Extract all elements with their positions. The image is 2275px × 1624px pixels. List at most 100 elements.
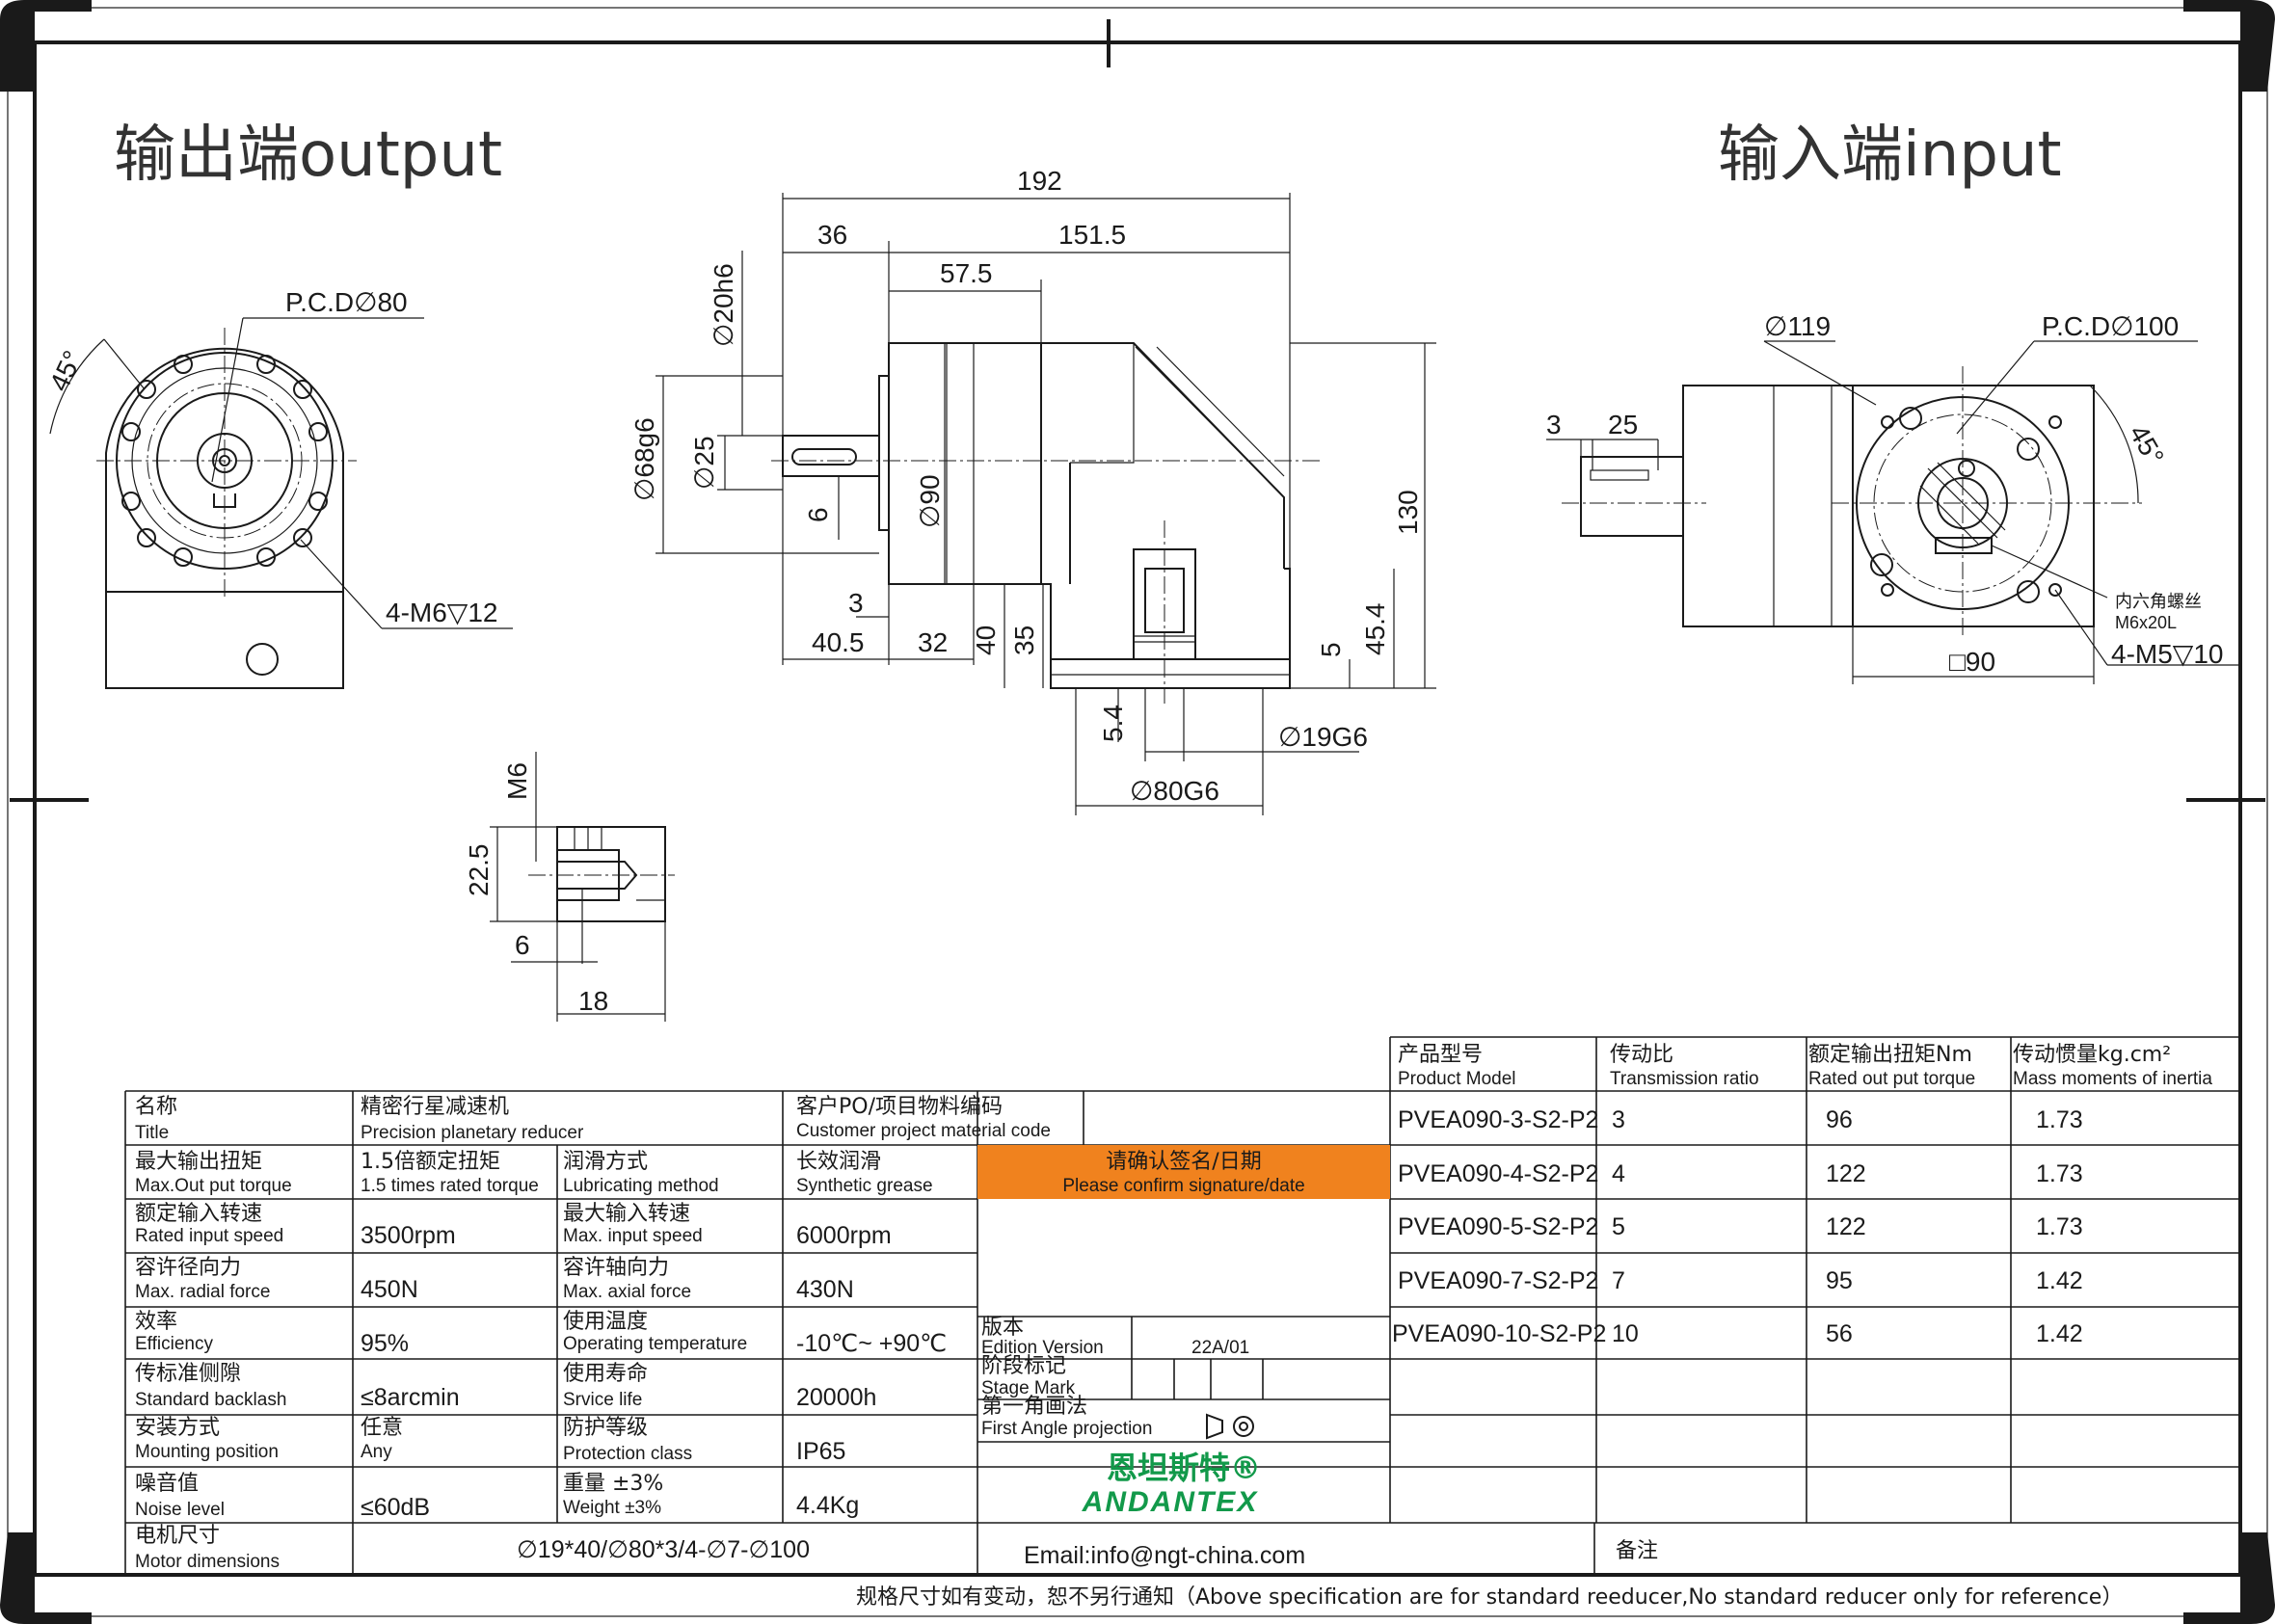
edition-cn: 版本 xyxy=(981,1316,1024,1340)
spec-label-en: Srvice life xyxy=(563,1390,642,1410)
spec-label-en: Mounting position xyxy=(135,1442,279,1462)
spec-value-en: Any xyxy=(361,1442,392,1462)
dim-130: 130 xyxy=(1393,490,1423,535)
row-model: PVEA090-10-S2-P2 xyxy=(1392,1320,1606,1347)
side-view: 192 36 151.5 57.5 ∅68g6 ∅25 ∅20h6 6 ∅90 … xyxy=(629,166,1436,815)
dim-5: 5 xyxy=(1316,642,1346,657)
row-torque: 56 xyxy=(1826,1320,1853,1347)
remarks-label: 备注 xyxy=(1616,1539,1658,1563)
dim-57-5: 57.5 xyxy=(940,258,993,288)
signature-cell[interactable] xyxy=(977,1145,1390,1199)
spec-value: 20000h xyxy=(796,1384,876,1411)
input-angle: 45° xyxy=(2124,420,2170,470)
spec-label-cn: 防护等级 xyxy=(563,1416,648,1440)
hdr-inertia-cn: 传动惯量kg.cm² xyxy=(2013,1043,2171,1067)
dim-80g6: ∅80G6 xyxy=(1130,776,1219,806)
dim-151-5: 151.5 xyxy=(1058,220,1126,250)
outer-border xyxy=(7,7,2268,1617)
motor-label-en: Motor dimensions xyxy=(135,1552,280,1572)
dim-40-5: 40.5 xyxy=(812,627,865,657)
hdr-ratio-cn: 传动比 xyxy=(1610,1043,1673,1067)
row-ratio: 3 xyxy=(1612,1106,1625,1133)
stage-cn: 阶段标记 xyxy=(981,1354,1066,1378)
corner-mark-br xyxy=(2183,1532,2275,1624)
model-table xyxy=(1389,1036,2240,1523)
dim-20h6: ∅20h6 xyxy=(709,263,738,347)
title-cn: 名称 xyxy=(135,1095,177,1119)
edition-en: Edition Version xyxy=(981,1338,1104,1358)
spec-label-cn: 安装方式 xyxy=(135,1416,220,1440)
row-model: PVEA090-3-S2-P2 xyxy=(1398,1106,1598,1133)
spec-label-en: Protection class xyxy=(563,1444,692,1464)
title-en: Title xyxy=(135,1123,169,1143)
spec-label-cn: 润滑方式 xyxy=(563,1150,648,1174)
dim-45-4: 45.4 xyxy=(1360,603,1390,656)
input-square: □90 xyxy=(1949,647,1995,677)
hdr-inertia-en: Mass moments of inertia xyxy=(2013,1069,2212,1089)
row-ratio: 5 xyxy=(1612,1213,1625,1240)
input-dim-3: 3 xyxy=(1546,410,1562,439)
model-table-header: 产品型号 Product Model 传动比 Transmission rati… xyxy=(1398,1043,2212,1089)
heading-output: 输出端output xyxy=(114,120,502,191)
row-ratio: 10 xyxy=(1612,1320,1639,1347)
spec-label-en: Noise level xyxy=(135,1500,225,1520)
row-model: PVEA090-7-S2-P2 xyxy=(1398,1267,1598,1294)
edition-value: 22A/01 xyxy=(1191,1338,1249,1358)
spec-label-cn: 最大输入转速 xyxy=(563,1202,690,1226)
row-inertia: 1.73 xyxy=(2036,1213,2083,1240)
projection-cn: 第一角画法 xyxy=(981,1395,1087,1419)
spec-label-en: Max.Out put torque xyxy=(135,1176,292,1196)
dim-3: 3 xyxy=(848,588,864,618)
spec-texts: 名称 Title 精密行星减速机 Precision planetary red… xyxy=(135,1095,1051,1572)
spec-label-en: Max. axial force xyxy=(563,1282,691,1302)
signature-cn: 请确认签名/日期 xyxy=(1106,1150,1261,1174)
spec-label-en: Standard backlash xyxy=(135,1390,286,1410)
spec-value-en: Synthetic grease xyxy=(796,1176,933,1196)
detail-m6: M6 xyxy=(502,762,532,800)
input-pcd: P.C.D∅100 xyxy=(2042,311,2179,341)
spec-value-cn: 长效润滑 xyxy=(796,1150,881,1174)
spec-label-cn: 额定输入转速 xyxy=(135,1202,262,1226)
dim-90: ∅90 xyxy=(915,474,945,528)
email[interactable]: Email:info@ngt-china.com xyxy=(1024,1542,1305,1569)
spec-value: 6000rpm xyxy=(796,1222,892,1249)
spec-label-cn: 使用寿命 xyxy=(563,1362,648,1386)
spec-label-cn: 效率 xyxy=(135,1310,177,1334)
motor-label-cn: 电机尺寸 xyxy=(135,1524,220,1548)
brand-cn: 恩坦斯特® xyxy=(1107,1450,1261,1486)
row-ratio: 7 xyxy=(1612,1267,1625,1294)
spec-label-cn: 容许轴向力 xyxy=(563,1256,669,1280)
row-model: PVEA090-5-S2-P2 xyxy=(1398,1213,1598,1240)
corner-mark-bl xyxy=(0,1532,92,1624)
input-screw-spec: M6x20L xyxy=(2115,613,2177,632)
hdr-model-cn: 产品型号 xyxy=(1398,1043,1483,1067)
spec-label-cn: 容许径向力 xyxy=(135,1256,241,1280)
spec-value: 430N xyxy=(796,1276,854,1303)
spec-label-en: Max. input speed xyxy=(563,1226,703,1246)
hdr-model-en: Product Model xyxy=(1398,1069,1516,1089)
spec-value-cn: 任意 xyxy=(361,1416,403,1440)
spec-label-en: Max. radial force xyxy=(135,1282,270,1302)
detail-22-5: 22.5 xyxy=(464,844,494,897)
spec-value: 4.4Kg xyxy=(796,1492,859,1519)
detail-view: M6 22.5 6 18 xyxy=(464,752,675,1022)
row-torque: 95 xyxy=(1826,1267,1853,1294)
hdr-ratio-en: Transmission ratio xyxy=(1610,1069,1759,1089)
dim-36: 36 xyxy=(817,220,847,250)
detail-6: 6 xyxy=(515,930,530,960)
spec-label-cn: 最大输出扭矩 xyxy=(135,1150,262,1174)
row-torque: 122 xyxy=(1826,1160,1866,1187)
spec-value: IP65 xyxy=(796,1438,845,1465)
spec-label-cn: 重量 ±3% xyxy=(563,1472,663,1496)
row-inertia: 1.73 xyxy=(2036,1160,2083,1187)
input-dim-119: ∅119 xyxy=(1764,311,1831,341)
spec-value-cn: 1.5倍额定扭矩 xyxy=(361,1150,500,1174)
dim-25: ∅25 xyxy=(689,436,719,490)
dim-35: 35 xyxy=(1009,626,1039,655)
spec-value: 3500rpm xyxy=(361,1222,456,1249)
spec-value: ≤60dB xyxy=(361,1494,430,1521)
dim-6-key: 6 xyxy=(803,507,833,522)
spec-label-en: Lubricating method xyxy=(563,1176,719,1196)
footer-note: 规格尺寸如有变动，恕不另行通知（Above specification are … xyxy=(856,1585,2123,1610)
